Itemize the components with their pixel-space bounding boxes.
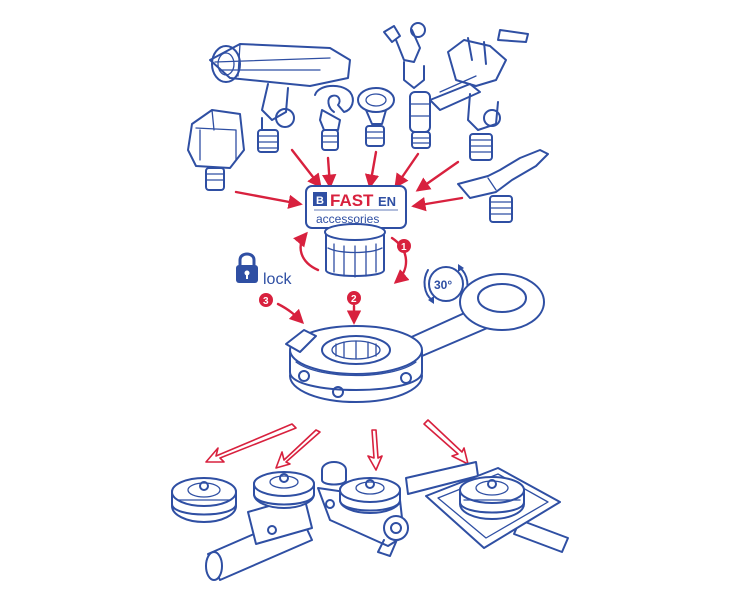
ring-clip-accessory	[314, 84, 354, 151]
logo-tagline: accessories	[316, 212, 379, 226]
clamp-holder-accessory	[429, 29, 529, 161]
box-mount-accessory	[187, 109, 245, 191]
rod-holder-accessory	[209, 43, 351, 153]
lock-indicator: lock	[236, 252, 292, 288]
insert-rotate-arrows	[293, 231, 410, 284]
lock-label: lock	[263, 271, 292, 288]
step-3-badge: 3	[259, 293, 273, 307]
padlock-icon	[236, 252, 258, 283]
cleat-accessory	[457, 149, 549, 223]
logo-brand-red: FAST	[330, 191, 374, 210]
oval-ring-accessory	[357, 87, 395, 147]
rotate-30-badge: 30°	[423, 264, 469, 304]
knob-mount-variant	[317, 461, 409, 557]
adapter-plug	[324, 223, 386, 278]
step-2-badge: 2	[347, 291, 361, 305]
fasten-logo: B FAST EN accessories	[305, 185, 407, 229]
logo-mark: B	[316, 195, 324, 207]
base-mount	[285, 273, 545, 403]
logo-brand-blue: EN	[378, 194, 396, 209]
lock-arrow	[276, 302, 305, 325]
strap-pad-variant	[405, 461, 569, 553]
step-1-badge: 1	[397, 239, 411, 253]
camera-mount-accessory	[383, 22, 431, 149]
accessory-arrows	[234, 148, 464, 212]
svg-text:3: 3	[263, 296, 269, 307]
application-arrows	[205, 419, 469, 471]
rotation-label: 30°	[434, 278, 452, 292]
svg-text:2: 2	[351, 294, 357, 305]
svg-text:1: 1	[401, 242, 407, 253]
flush-mount-variant	[171, 477, 237, 523]
rail-clamp-variant	[205, 471, 315, 581]
